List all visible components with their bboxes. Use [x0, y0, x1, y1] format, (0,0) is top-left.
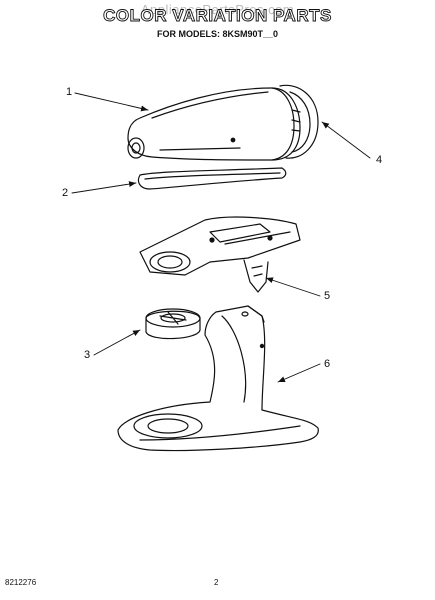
- part-6-pedestal: [117, 305, 319, 452]
- part-2-trim-band: [137, 167, 287, 190]
- page-number: 2: [214, 578, 219, 587]
- callout-3: 3: [84, 349, 91, 361]
- part-1-motor-housing: [127, 84, 319, 161]
- diagram-subtitle: FOR MODELS: 8KSM90T__0: [156, 29, 279, 39]
- part-3-planetary: [145, 308, 201, 340]
- leader-6: [277, 363, 321, 383]
- callout-4: 4: [376, 154, 383, 166]
- leader-2: [71, 181, 137, 194]
- callout-5: 5: [324, 290, 331, 302]
- leader-4: [321, 121, 371, 159]
- leader-lines: [71, 92, 371, 383]
- leader-1: [74, 92, 149, 112]
- callout-1: 1: [66, 86, 73, 98]
- watermark: AppliancePartsPros.com: [140, 2, 295, 17]
- document-number: 8212276: [5, 578, 37, 587]
- diagram-title: COLOR VARIATION PARTS: [103, 6, 332, 26]
- leader-5: [265, 277, 321, 297]
- part-5-housing-base: [139, 216, 301, 293]
- callout-6: 6: [324, 358, 331, 370]
- callout-2: 2: [62, 187, 69, 199]
- leader-3: [93, 329, 141, 356]
